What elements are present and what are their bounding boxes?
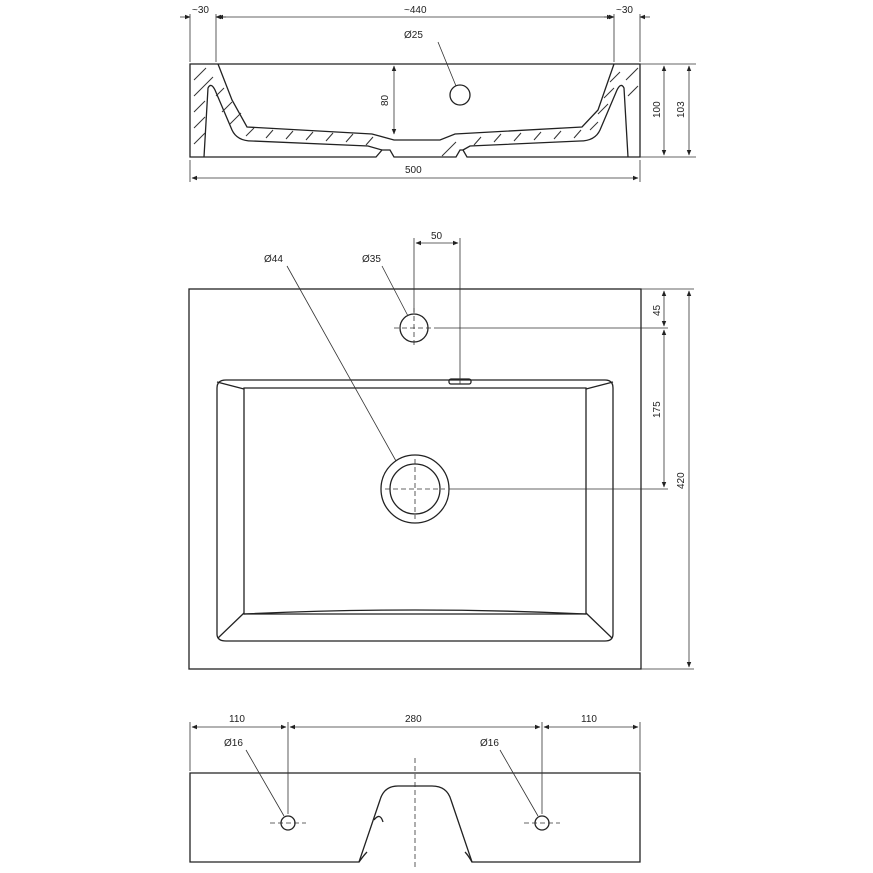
dim-tap-hole-25: Ø25 <box>404 30 423 41</box>
dim-total-depth-420: 420 <box>676 472 687 489</box>
section-right-inner-wall <box>462 84 629 158</box>
waste-outlet-outer <box>380 454 450 524</box>
section-left-inner-wall <box>203 84 383 158</box>
dim-right-rim: ~30 <box>616 5 633 16</box>
dim-tap-from-edge-45: 45 <box>652 304 663 316</box>
dim-bowl-depth: 80 <box>380 94 391 106</box>
back-outline <box>189 772 641 863</box>
back-view: Ø16 Ø16 110 280 110 <box>189 714 641 868</box>
dim-right-hole-16: Ø16 <box>480 738 499 749</box>
dim-waste-44: Ø44 <box>264 254 283 265</box>
section-hatching <box>193 67 639 157</box>
dim-center-span-280: 280 <box>405 714 422 725</box>
dim-total-width: 500 <box>405 165 422 176</box>
dim-height-103: 103 <box>676 101 687 118</box>
dim-tap-to-waste-175: 175 <box>652 401 663 418</box>
dim-height-100: 100 <box>652 101 663 118</box>
top-view: Ø44 Ø35 50 45 175 420 <box>188 231 694 670</box>
dim-left-rim: ~30 <box>192 5 209 16</box>
section-tap-hole <box>449 84 471 106</box>
section-view: ~30 ~440 ~30 Ø25 80 100 103 500 <box>180 5 696 182</box>
dim-tap-offset-50: 50 <box>431 231 443 242</box>
bowl-outer-edge <box>216 379 614 642</box>
dim-inner-width: ~440 <box>404 5 427 16</box>
dim-tap-35: Ø35 <box>362 254 381 265</box>
section-inner-surface <box>217 63 615 141</box>
dim-left-hole-16: Ø16 <box>224 738 243 749</box>
basin-outline <box>188 288 642 670</box>
dim-right-margin-110: 110 <box>581 714 597 725</box>
dim-left-margin-110: 110 <box>229 714 245 725</box>
section-outer-profile <box>189 63 641 158</box>
